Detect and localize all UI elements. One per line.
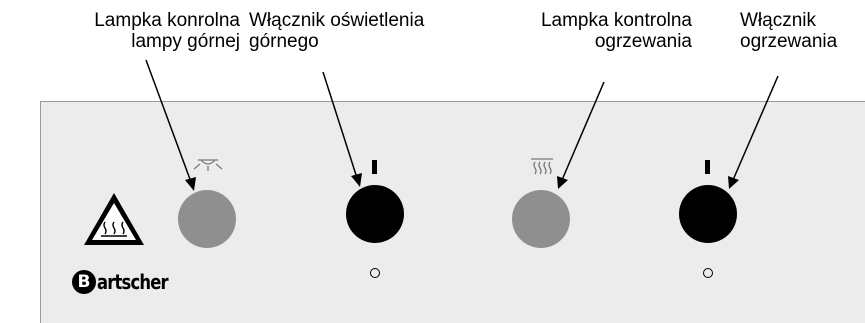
heating-indicator	[512, 190, 570, 248]
label-line: Lampka kontrolna	[540, 10, 692, 31]
bartscher-logo: B artscher	[72, 267, 183, 297]
label-line: Lampka konrolna	[94, 10, 240, 31]
pointer-top-light-switch	[322, 71, 362, 187]
logo-text: artscher	[97, 270, 169, 294]
switch-off-mark	[370, 268, 380, 278]
heating-switch-knob[interactable]	[679, 185, 737, 243]
top-light-symbol-icon	[193, 159, 223, 171]
top-light-switch-knob[interactable]	[346, 185, 404, 243]
pointer-heating-switch	[728, 75, 779, 189]
top-lamp-indicator	[178, 190, 236, 248]
switch-off-mark	[703, 268, 713, 278]
switch-on-mark	[372, 160, 377, 174]
pointer-heating-indicator	[557, 81, 605, 189]
label-top-light-switch: Włącznik oświetlenia górnego	[249, 10, 424, 52]
hot-surface-warning-icon	[84, 193, 144, 245]
pointer-lines	[145, 59, 779, 191]
label-line: górnego	[249, 31, 319, 52]
label-top-lamp-indicator: Lampka konrolna lampy górnej	[8, 10, 240, 52]
label-line: ogrzewania	[740, 31, 838, 52]
label-line: lampy górnej	[131, 31, 240, 52]
logo-initial: B	[72, 270, 96, 294]
label-line: Włącznik oświetlenia	[249, 10, 425, 31]
heating-symbol-icon	[531, 158, 553, 175]
pointer-top-lamp-indicator	[145, 59, 196, 191]
label-heating-switch: Włącznik ogrzewania	[740, 10, 837, 52]
switch-on-mark	[705, 160, 710, 174]
label-line: ogrzewania	[594, 31, 692, 52]
label-line: Włącznik	[740, 10, 817, 31]
label-heating-indicator: Lampka kontrolna ogrzewania	[517, 10, 692, 52]
